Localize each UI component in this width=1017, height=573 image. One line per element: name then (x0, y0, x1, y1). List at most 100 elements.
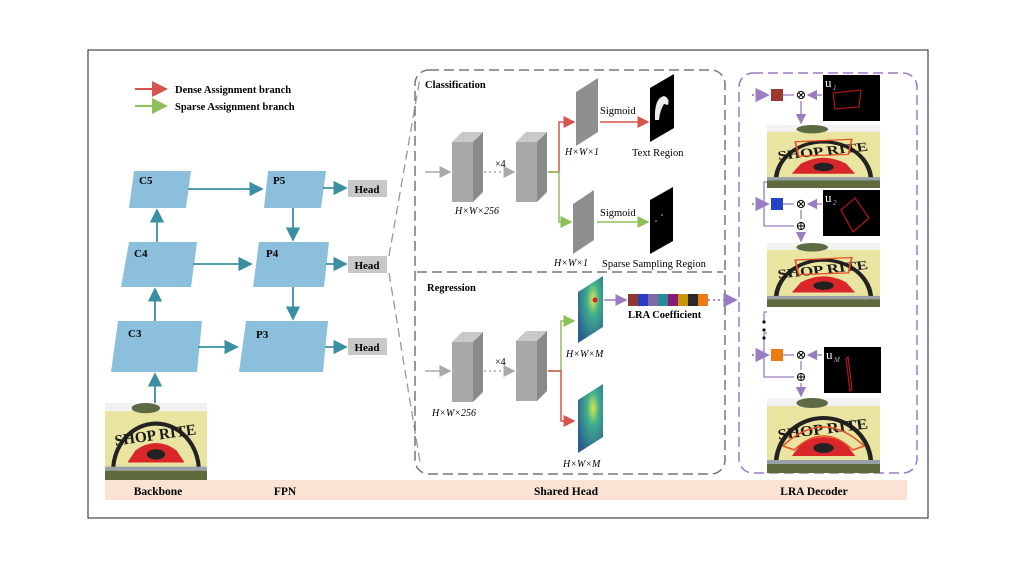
coefficient-heatmap-top (578, 276, 603, 343)
add-icon: ⊕ (796, 369, 807, 384)
residual-connector (763, 332, 794, 378)
c5-label: C5 (139, 175, 153, 187)
input-dim-label: H×W×256 (454, 206, 499, 217)
sign-arc (773, 416, 874, 465)
add-icon: ⊕ (796, 218, 807, 233)
cart-icon (813, 443, 834, 453)
coefficient-square (771, 198, 783, 210)
connector (763, 311, 767, 322)
rail (767, 460, 880, 464)
sparse-dim-label: H×W×1 (553, 258, 588, 269)
basis-contour (832, 89, 862, 110)
c4-label: C4 (134, 248, 148, 260)
fpn: C5 C4 C3 P5 P4 P3 Head Head Head (111, 171, 387, 403)
basis-label: u (825, 190, 832, 205)
repeat-label-reg: ×4 (495, 357, 506, 368)
grass (105, 470, 207, 480)
shop-rite-photo: SHOP RITE (767, 243, 880, 307)
sparse-map-plane (573, 190, 594, 254)
sign-arc (111, 421, 201, 471)
text-contour (794, 138, 853, 157)
reg-top-dim-label: H×W×M (565, 349, 604, 360)
shop-rite-photo: SHOP RITE (767, 398, 880, 473)
tree (796, 398, 829, 408)
text-region-label: Text Region (632, 148, 684, 159)
basis-subscript: 1 (833, 84, 837, 92)
shop-rite-photo: SHOP RITE (105, 403, 207, 480)
sign-arc (773, 140, 874, 181)
feature-block-1 (452, 132, 483, 202)
p4-label: P4 (266, 248, 279, 260)
classification-branch: Classification ×4 H×W×256 H×W×1 H×W×1 Si… (425, 74, 707, 270)
sparse-region-label: Sparse Sampling Region (602, 259, 707, 270)
p5-label: P5 (273, 175, 286, 187)
feature-block-4 (516, 331, 547, 401)
coefficient-cell (628, 294, 638, 306)
coefficient-heatmap-bottom (578, 384, 603, 453)
tree (131, 403, 161, 414)
feature-block-2 (516, 132, 547, 202)
reg-input-dim-label: H×W×256 (431, 408, 476, 419)
sparse-branch-arrow (548, 171, 573, 228)
lra-coefficient-label: LRA Coefficient (628, 310, 702, 321)
residual-connector (763, 181, 794, 227)
repeat-label: ×4 (495, 159, 506, 170)
lra-decoder-box (738, 72, 918, 474)
text-contour (794, 256, 853, 276)
regression-branch: Regression ×4 H×W×256 H×W×M H×W×M LRA Co… (425, 276, 738, 470)
legend: Dense Assignment branch Sparse Assignmen… (135, 81, 295, 114)
multiply-icon: ⊗ (796, 347, 807, 362)
basis-label: u (825, 75, 832, 90)
rail (105, 466, 207, 471)
stage-backbone: Backbone (134, 486, 183, 498)
sparse-region-map (650, 187, 673, 254)
text-contour (781, 426, 866, 451)
ellipsis-dot (762, 320, 766, 324)
text-region-map (650, 74, 674, 142)
basis-subscript: 2 (833, 199, 837, 207)
stage-shared-head: Shared Head (534, 486, 599, 498)
coefficient-cell (658, 294, 668, 306)
ellipsis-dot (762, 336, 766, 340)
p5-block (264, 171, 326, 208)
coefficient-cell (698, 294, 708, 306)
c3-label: C3 (128, 328, 142, 340)
shared-head-box (414, 69, 726, 475)
cart-icon (813, 162, 834, 172)
c4-block (121, 242, 197, 287)
multiply-icon: ⊗ (796, 196, 807, 211)
classification-title: Classification (425, 80, 486, 91)
coefficient-cell (678, 294, 688, 306)
stage-band (105, 480, 907, 500)
grass (767, 464, 880, 473)
c5-block (129, 171, 191, 208)
basis-background (823, 75, 880, 121)
rail (767, 177, 880, 181)
cart-icon (146, 449, 166, 460)
head-label-p3: Head (354, 342, 379, 354)
shop-rite-photo: SHOP RITE (767, 125, 880, 188)
sigmoid-label-top: Sigmoid (600, 106, 636, 117)
basis-subscript: M (833, 356, 841, 364)
coefficient-square (771, 349, 783, 361)
rail (767, 295, 880, 300)
regression-title: Regression (427, 283, 476, 294)
dense-legend-label: Dense Assignment branch (175, 85, 291, 96)
head-box-p3 (348, 338, 387, 355)
basis-background (824, 347, 881, 393)
head-label-p5: Head (354, 184, 379, 196)
basis-contour (845, 355, 853, 393)
input-image: SHOP RITE (105, 403, 207, 480)
ellipsis-dot (762, 328, 766, 332)
lra-coefficient-vector (628, 294, 708, 306)
p4-block (253, 242, 329, 287)
sign-arc (773, 258, 874, 300)
